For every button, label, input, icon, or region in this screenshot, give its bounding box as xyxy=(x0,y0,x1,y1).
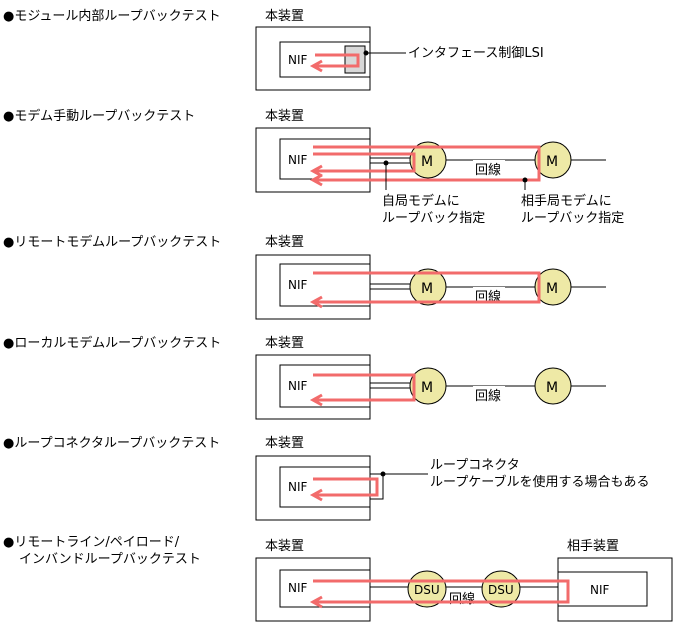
loop-connector xyxy=(370,473,384,500)
remote-note-line1: 相手局モデムに xyxy=(521,193,612,209)
loopback-arrowhead xyxy=(309,295,323,309)
partner-nif-label: NIF xyxy=(590,583,610,597)
partner-device-label: 相手装置 xyxy=(567,539,619,554)
nif-label: NIF xyxy=(288,581,308,595)
remote-modem xyxy=(534,268,572,306)
local-dsu-label: DSU xyxy=(414,583,440,597)
section-title-line1: ●リモートライン/ペイロード/ xyxy=(3,535,180,550)
section-title: ●リモートモデムループバックテスト xyxy=(3,234,221,250)
local-modem xyxy=(409,141,447,179)
local-note-line2: ループバック指定 xyxy=(382,211,485,226)
section-remote-line-loopback: ●リモートライン/ペイロード/ インバンドループバックテスト 本装置 相手装置 … xyxy=(3,535,673,622)
section-title: ●ローカルモデムループバックテスト xyxy=(3,335,221,351)
local-modem-label: M xyxy=(421,154,433,170)
local-modem-label: M xyxy=(421,281,433,297)
loopback-path xyxy=(313,477,379,497)
device-label: 本装置 xyxy=(265,109,304,124)
loopback-arrowhead xyxy=(309,488,323,502)
nif-box xyxy=(279,466,371,508)
remote-modem xyxy=(534,141,572,179)
nif-label: NIF xyxy=(288,53,308,67)
section-loop-connector-loopback: ●ループコネクタループバックテスト 本装置 NIF ループコネクタ ループケーブ… xyxy=(3,436,649,521)
line-label-bg xyxy=(473,287,505,303)
local-note-line1: 自局モデムに xyxy=(382,193,460,209)
loopback-path xyxy=(313,271,541,304)
nif-label: NIF xyxy=(288,480,308,494)
connector-note-line2: ループケーブルを使用する場合もある xyxy=(430,474,649,490)
device-label: 本装置 xyxy=(265,336,304,351)
section-title-line2: インバンドループバックテスト xyxy=(19,552,201,567)
section-title: ●モデム手動ループバックテスト xyxy=(3,108,195,124)
section-title: ●ループコネクタループバックテスト xyxy=(3,436,220,451)
local-modem xyxy=(409,268,447,306)
nif-box xyxy=(279,263,371,307)
partner-nif-box xyxy=(557,571,648,607)
section-local-modem-loopback: ●ローカルモデムループバックテスト 本装置 NIF M M 回線 xyxy=(3,335,606,420)
interface-lsi xyxy=(344,45,366,74)
section-title: ●モジュール内部ループバックテスト xyxy=(3,8,221,24)
section-remote-modem-loopback: ●リモートモデムループバックテスト 本装置 NIF M M 回線 xyxy=(3,234,606,320)
local-modem-label: M xyxy=(421,380,433,396)
device-label: 本装置 xyxy=(265,436,304,451)
nif-label: NIF xyxy=(288,278,308,292)
loopback-arrowhead xyxy=(309,393,323,407)
remote-modem-label: M xyxy=(546,380,558,396)
remote-modem xyxy=(534,367,572,405)
line-label-bg xyxy=(473,386,505,402)
remote-loopback-path xyxy=(313,145,541,182)
loopback-path xyxy=(315,53,360,68)
line-label: 回線 xyxy=(475,162,501,178)
remote-note-line2: ループバック指定 xyxy=(521,211,624,226)
remote-dsu-label: DSU xyxy=(488,583,514,597)
local-loopback-arrowhead xyxy=(309,164,323,178)
loopback-arrowhead xyxy=(309,59,323,73)
line-label: 回線 xyxy=(449,591,475,607)
device-label: 本装置 xyxy=(265,9,304,24)
remote-loopback-arrowhead xyxy=(309,173,323,187)
remote-modem-label: M xyxy=(546,154,558,170)
loopback-path xyxy=(313,579,570,604)
loopback-arrowhead xyxy=(309,595,323,609)
device-label: 本装置 xyxy=(265,539,304,554)
nif-label: NIF xyxy=(288,153,308,167)
connector-note-line1: ループコネクタ xyxy=(430,458,520,473)
loopback-path xyxy=(313,373,416,402)
callout-lsi-label: インタフェース制御LSI xyxy=(408,46,544,61)
nif-label: NIF xyxy=(288,379,308,393)
section-manual-modem-loopback: ●モデム手動ループバックテスト 本装置 NIF M M 回線 自局モデムに ルー… xyxy=(3,108,624,226)
line-label-bg xyxy=(473,160,505,176)
section-module-loopback: ●モジュール内部ループバックテスト 本装置 NIF インタフェース制御LSI xyxy=(3,8,544,91)
local-modem xyxy=(409,367,447,405)
remote-modem-label: M xyxy=(546,281,558,297)
device-label: 本装置 xyxy=(265,235,304,250)
line-label: 回線 xyxy=(475,388,501,404)
local-loopback-path xyxy=(313,152,416,173)
